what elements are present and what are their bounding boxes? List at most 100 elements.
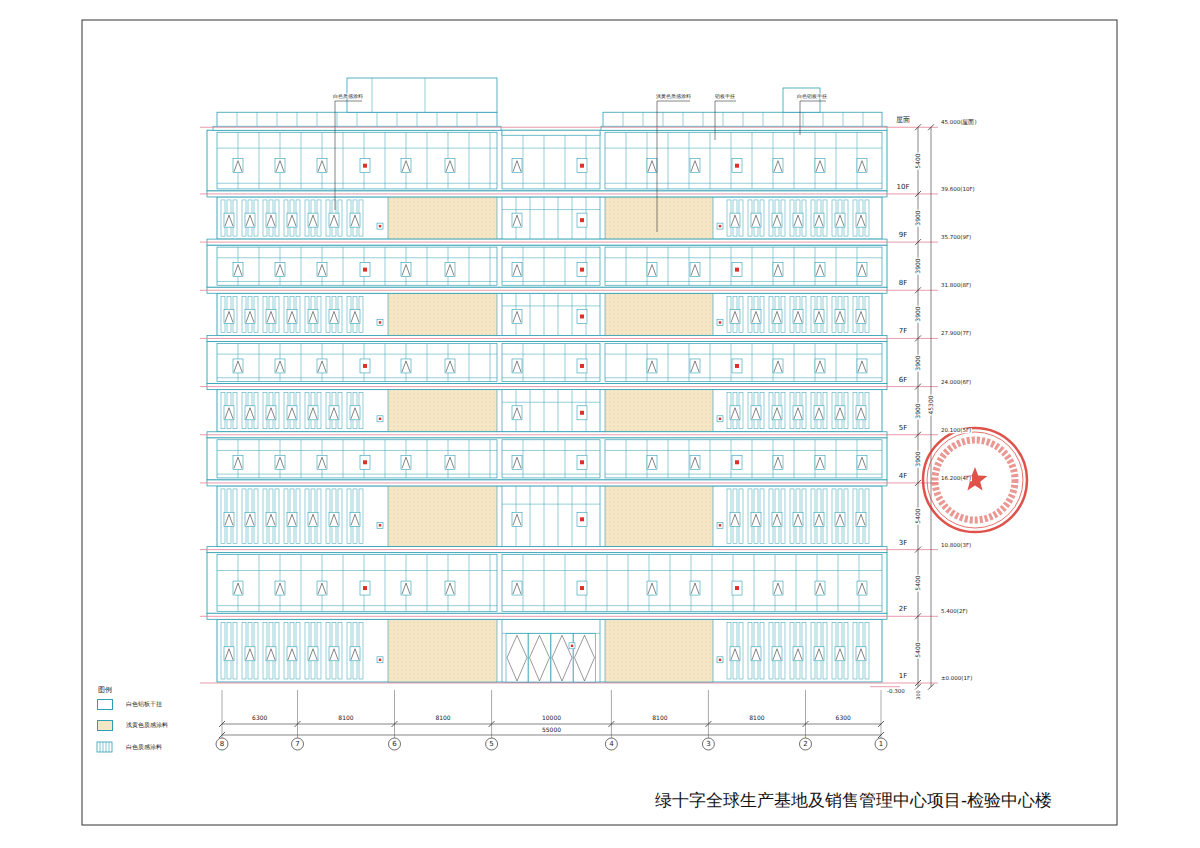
facade-band — [217, 390, 882, 432]
dimension-text: 3900 — [915, 450, 921, 467]
level-line — [200, 434, 938, 435]
window-mark — [735, 364, 739, 368]
mullion — [670, 555, 671, 612]
axis-number: 6 — [391, 741, 397, 748]
door-swing — [507, 635, 527, 681]
window-mark — [735, 586, 739, 590]
window-triangle — [773, 408, 781, 419]
mullion — [558, 293, 559, 335]
window-symbol — [577, 213, 587, 227]
axis-bubble — [486, 738, 498, 750]
dimension-text: 5400 — [915, 641, 921, 658]
window-triangle — [648, 161, 656, 172]
dimension-text: 3900 — [915, 306, 921, 323]
window-mark — [735, 460, 739, 464]
window-wall — [605, 247, 882, 285]
elevation-label: 27.900(7F) — [940, 332, 972, 338]
window-triangle — [267, 649, 275, 660]
facade-band — [207, 553, 887, 614]
window-symbol — [360, 263, 370, 277]
door-leaf — [529, 633, 551, 682]
window-mark — [377, 223, 383, 229]
window-triangle — [774, 457, 782, 468]
window-symbol — [751, 309, 761, 323]
window-triangle — [773, 514, 781, 525]
paint-panel — [605, 390, 713, 432]
dimension-line — [222, 724, 881, 725]
window-mark — [717, 522, 723, 528]
window-triangle — [836, 215, 844, 226]
window-symbol — [773, 455, 783, 469]
mullion — [259, 555, 260, 612]
mullion — [710, 247, 711, 285]
window-symbol — [835, 213, 845, 227]
mullion — [752, 247, 753, 285]
axis-bubble — [292, 738, 304, 750]
roof-slab — [213, 126, 501, 130]
parapet-joint — [743, 112, 744, 127]
callout-text: 白色铝板干挂 — [796, 94, 828, 99]
dimension-text: 6300 — [835, 715, 852, 721]
mullion — [490, 132, 491, 189]
window-symbol — [275, 159, 285, 173]
dimension-text: 3900 — [915, 258, 921, 275]
parapet — [217, 112, 497, 127]
callout-text: 铝板干挂 — [714, 94, 736, 99]
window-triangle — [446, 457, 454, 468]
axis-line — [222, 690, 223, 738]
window-triangle — [774, 161, 782, 172]
dimension-text: 10000 — [541, 715, 562, 721]
mullion — [794, 132, 795, 189]
mullion — [794, 247, 795, 285]
dimension-tick — [915, 191, 921, 197]
mullion — [490, 343, 491, 381]
window-triangle — [309, 311, 317, 322]
window-symbol — [647, 581, 657, 595]
window-triangle — [234, 161, 242, 172]
window-triangle — [794, 514, 802, 525]
window-symbol — [512, 159, 522, 173]
legend-swatch — [97, 699, 113, 710]
window-symbol — [857, 159, 867, 173]
parapet-joint — [703, 112, 704, 127]
transom — [605, 281, 882, 282]
window-symbol — [512, 213, 522, 227]
transom — [217, 605, 497, 606]
window-symbol — [329, 647, 339, 661]
axis-line — [708, 690, 709, 738]
mullion — [836, 343, 837, 381]
mullion — [301, 132, 302, 189]
transom — [605, 450, 882, 451]
window-symbol — [815, 263, 825, 277]
window-symbol — [793, 406, 803, 420]
level-line — [870, 686, 900, 687]
window-triangle — [318, 265, 326, 276]
window-triangle — [794, 649, 802, 660]
mullion — [626, 440, 627, 478]
window-wall — [502, 247, 600, 285]
mullion — [544, 486, 545, 547]
mullion — [754, 555, 755, 612]
mullion — [710, 440, 711, 478]
window-triangle — [774, 265, 782, 276]
window-symbol — [577, 512, 587, 526]
elevation-label: -0.300 — [886, 689, 906, 695]
window-triangle — [815, 311, 823, 322]
window-triangle — [234, 583, 242, 594]
axis-number: 2 — [802, 741, 808, 748]
mullion — [385, 555, 386, 612]
legend-text: 浅黄色质感涂料 — [125, 722, 169, 728]
mullion — [794, 440, 795, 478]
mullion — [301, 555, 302, 612]
mullion — [385, 132, 386, 189]
legend-swatch — [97, 720, 113, 731]
callout-text: 浅黄色质感涂料 — [655, 94, 692, 99]
window-triangle — [351, 649, 359, 660]
window-triangle — [225, 215, 233, 226]
window-triangle — [794, 311, 802, 322]
leader-line — [800, 101, 801, 135]
transom — [217, 377, 497, 378]
window-symbol — [329, 213, 339, 227]
window-triangle — [816, 361, 824, 372]
